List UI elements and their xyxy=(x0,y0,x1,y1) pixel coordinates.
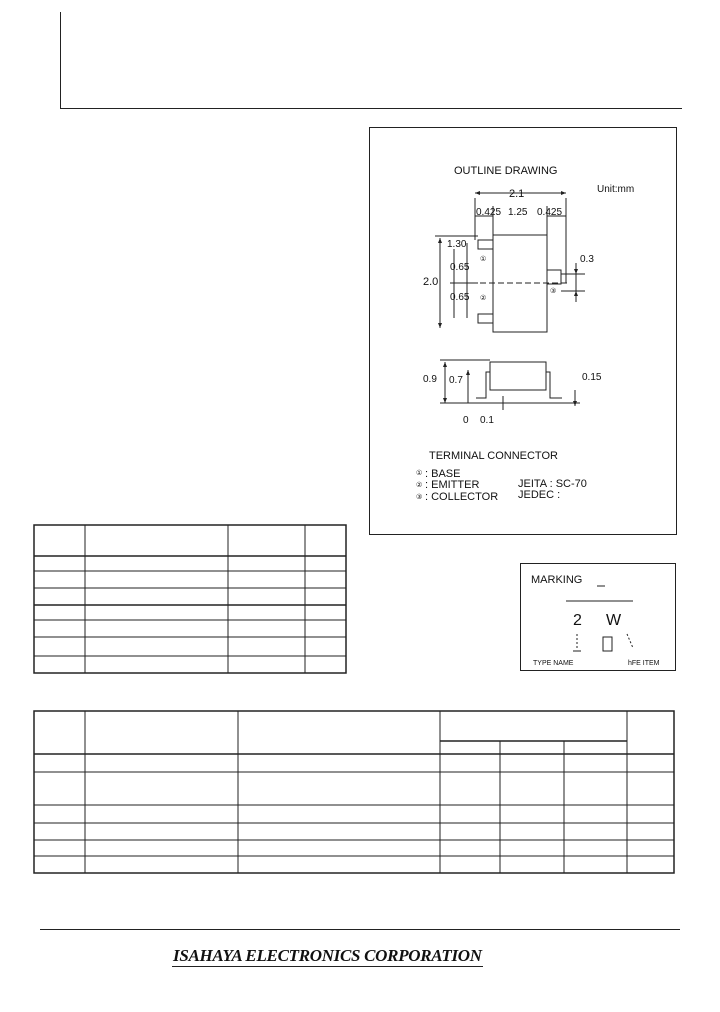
pin-marker-2-top: ② xyxy=(480,295,487,302)
marking-code-hfe: W xyxy=(606,612,622,629)
outline-drawing-svg xyxy=(435,191,585,410)
dim-1-30: 1.30 xyxy=(447,239,467,250)
dim-0-7: 0.7 xyxy=(449,375,463,386)
dim-0-3: 0.3 xyxy=(580,254,594,265)
characteristics-table xyxy=(33,710,677,876)
outline-title: OUTLINE DRAWING xyxy=(454,165,558,177)
dim-0-9: 0.9 xyxy=(423,374,437,385)
jeita-code: JEITA : SC-70 xyxy=(518,478,587,490)
lead-1-top-view xyxy=(477,239,494,250)
lead-3-top-view xyxy=(546,269,562,285)
dim-middle: 1.25 xyxy=(508,207,528,218)
dim-0-65-lower: 0.65 xyxy=(450,292,470,303)
dim-0: 0 xyxy=(463,415,469,426)
pin-1-base-label: : BASE xyxy=(425,468,461,480)
pin-marker-3-top: ③ xyxy=(550,288,557,295)
marking-svg xyxy=(566,585,634,652)
marking-code-type: 2 xyxy=(573,612,582,629)
lead-side-right xyxy=(546,371,562,399)
type-name-label: TYPE NAME xyxy=(533,660,574,667)
pin-1-marker: ① xyxy=(416,470,423,477)
unit-label: Unit:mm xyxy=(597,184,635,195)
footer-rule xyxy=(40,929,680,930)
lead-2-top-view xyxy=(477,313,494,324)
company-name: ISAHAYA ELECTRONICS CORPORATION xyxy=(172,946,483,967)
pin-3-collector-label: : COLLECTOR xyxy=(425,491,499,503)
ratings-table xyxy=(33,524,348,676)
package-side-view-body xyxy=(489,361,547,391)
outline-drawing-panel: OUTLINE DRAWING Unit:mm 2.1 0.425 1.25 0… xyxy=(369,127,677,535)
terminal-connector-title: TERMINAL CONNECTOR xyxy=(429,450,558,462)
header-frame-vertical-rule xyxy=(60,12,61,109)
marking-panel: MARKING 2 W TYPE NAME hFE ITEM xyxy=(520,563,676,671)
pin-2-emitter-label: : EMITTER xyxy=(425,479,480,491)
dim-total-width: 2.1 xyxy=(509,188,525,200)
lead-side-left xyxy=(476,371,490,399)
dim-0-65-upper: 0.65 xyxy=(450,262,470,273)
jedec-code: JEDEC : xyxy=(518,489,561,501)
header-frame-horizontal-rule xyxy=(60,108,682,109)
marking-title: MARKING xyxy=(531,574,583,586)
pin-2-marker: ② xyxy=(416,482,423,489)
pin-3-marker: ③ xyxy=(416,494,423,501)
characteristics-table-grid xyxy=(33,710,675,874)
dim-2-0: 2.0 xyxy=(423,276,439,288)
ratings-table-grid xyxy=(33,524,347,674)
dim-right-lead: 0.425 xyxy=(537,207,563,218)
hfe-item-label: hFE ITEM xyxy=(628,660,660,667)
pin-marker-1-top: ① xyxy=(480,256,487,263)
dim-left-lead: 0.425 xyxy=(476,207,502,218)
dim-0-15: 0.15 xyxy=(582,372,602,383)
dim-0-1: 0.1 xyxy=(480,415,494,426)
hfe-item-box xyxy=(602,636,613,652)
